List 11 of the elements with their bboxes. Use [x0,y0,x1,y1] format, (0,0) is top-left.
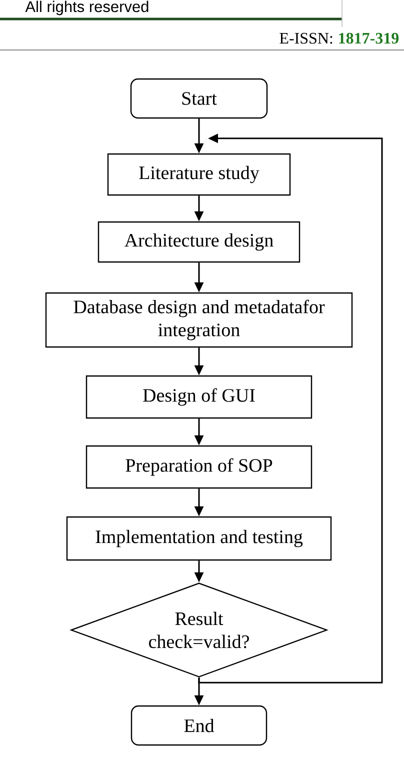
process-box: Architecture design [98,221,300,263]
process-box: Implementation and testing [66,516,332,561]
process-box: Literature study [107,153,291,196]
terminal-box: End [130,705,268,746]
process-box: Design of GUI [86,375,312,419]
copyright-text: All rights reserved [25,0,148,16]
process-box: Database design and metadatafor integration [45,292,353,348]
terminal-box: Start [130,78,268,119]
issn-label: E-ISSN: [280,32,332,44]
issn-number: 1817-319 [339,32,399,44]
process-box: Preparation of SOP [86,445,312,489]
